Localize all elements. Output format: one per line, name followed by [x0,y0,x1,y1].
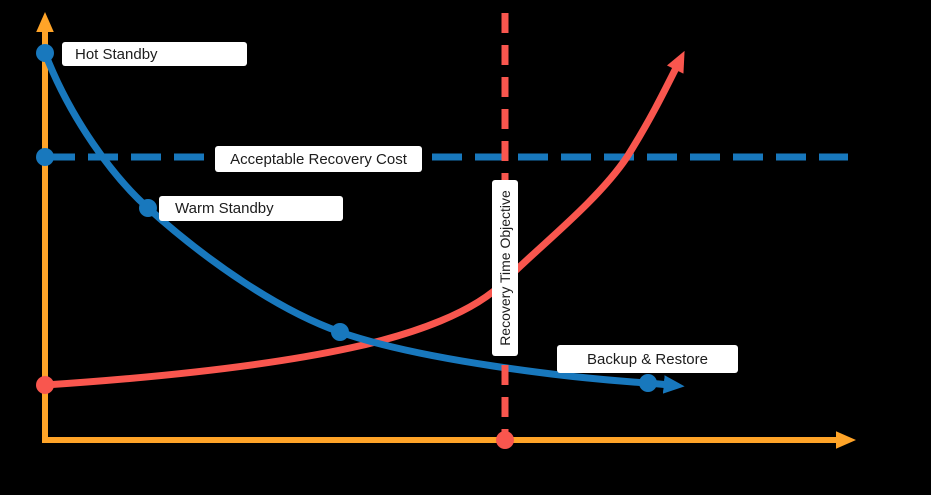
axes [36,12,856,449]
blue-recovery-cost-curve [41,51,685,394]
acceptable-recovery-cost-label: Acceptable Recovery Cost [215,146,422,172]
red-rising-curve [44,50,685,389]
data-point-dot [139,199,157,217]
backup-restore-label-text: Backup & Restore [587,350,708,368]
data-point-dot [639,374,657,392]
backup-restore-label: Backup & Restore [557,345,738,373]
hot-standby-label: Hot Standby [62,42,247,66]
data-point-dot [496,431,514,449]
warm-standby-label-text: Warm Standby [175,200,274,217]
data-points [36,44,657,449]
recovery-time-objective-label-text: Recovery Time Objective [497,190,514,346]
data-point-dot [36,44,54,62]
recovery-time-objective-label: Recovery Time Objective [492,180,518,356]
warm-standby-label: Warm Standby [159,196,343,221]
hot-standby-label-text: Hot Standby [75,45,158,63]
acceptable-recovery-cost-label-text: Acceptable Recovery Cost [230,150,407,168]
data-point-dot [331,323,349,341]
data-point-dot [36,148,54,166]
data-point-dot [36,376,54,394]
